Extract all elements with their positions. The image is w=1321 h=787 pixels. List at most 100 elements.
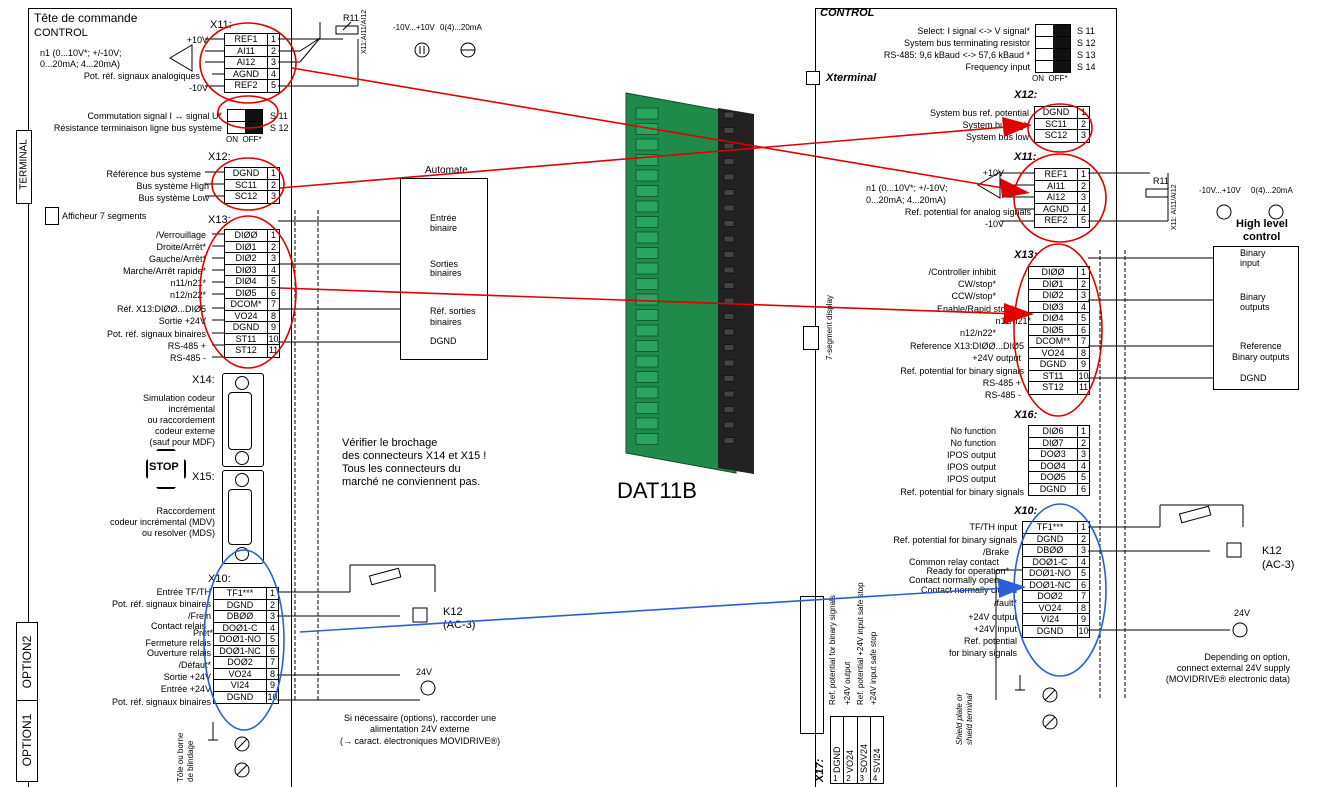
left-panel-subtitle: CONTROL	[34, 27, 88, 39]
right-x10-pin-num: 8	[1080, 602, 1086, 613]
left-x13-label: RS-485 -	[169, 353, 206, 363]
right-dip-switch-s14[interactable]	[1035, 60, 1071, 73]
left-x14-sub-d-connector	[222, 373, 264, 467]
right-x16-label: IPOS output	[946, 450, 996, 460]
left-x11-label: 0...20mA; 4...20mA)	[40, 59, 121, 69]
right-x10-pin-label: DOØ2	[1023, 591, 1078, 602]
right-x17-pin-label: SVI24	[871, 748, 882, 773]
left-x10-pin-label: DOØ1-C	[214, 622, 267, 633]
right-x16-pin-label: DGND	[1029, 483, 1078, 495]
right-x11-pin-num: 2	[1080, 180, 1086, 191]
terminal-tab-label: TERMINAL	[18, 139, 30, 190]
right-x16-pin-label: DIØ7	[1029, 437, 1078, 448]
left-x13-pin-label: DIØ2	[225, 253, 268, 264]
left-dip-switch-s12[interactable]	[227, 121, 263, 134]
left-x14-screw-icon	[235, 376, 249, 390]
left-supply-v: -10V...+10V	[393, 23, 435, 32]
left-x10-label: /Frein	[187, 611, 211, 621]
right-x13-label: Reference X13:DIØØ...DIØ5	[909, 341, 1024, 351]
left-x13-pin-label: DIØØ	[225, 230, 268, 241]
connector-pin	[635, 417, 659, 430]
left-x10-pin-num: 3	[269, 611, 275, 621]
left-note: Vérifier le brochage	[342, 437, 438, 449]
left-x10-pin-label: DOØ1-NO	[214, 634, 267, 645]
left-x13-label: RS-485 +	[167, 341, 206, 351]
connector-screw	[723, 375, 735, 382]
left-x11-pin-num: 4	[270, 68, 276, 79]
right-x12-label: System bus ref. potential	[929, 108, 1029, 118]
right-x16-pin-label: DIØ6	[1029, 426, 1078, 437]
right-x10-label: Ref. potential for binary signals	[893, 535, 1017, 545]
right-x13-pin-label: DIØ2	[1029, 290, 1078, 301]
right-r11-label: R11	[1153, 176, 1169, 186]
left-x11-pin-num: 3	[270, 57, 276, 67]
right-x17-vlabel: +24V output	[843, 661, 852, 705]
connector-pin	[635, 231, 659, 244]
right-x16-pin-num: 6	[1080, 483, 1086, 494]
right-x10-pin-num: 3	[1080, 545, 1086, 555]
right-x11-pin-label: REF1	[1035, 169, 1078, 180]
right-x10-pin-label: VI24	[1023, 614, 1078, 625]
high-level-item: Binary outputs	[1232, 352, 1290, 362]
right-x13-label: CCW/stop*	[951, 291, 996, 301]
right-x13-label: n12/n22*	[959, 328, 996, 338]
left-x10-pin-label: DOØ1-NC	[214, 645, 267, 656]
dat11b-connector-image	[606, 88, 754, 478]
connector-screw	[723, 297, 735, 305]
xterminal-label: Xterminal	[826, 72, 877, 84]
right-k12-label: K12	[1262, 545, 1282, 557]
automate-item: Entrée	[430, 213, 457, 223]
left-x11-pin-label: REF1	[225, 34, 268, 45]
left-x11-ai-note: X11:AI11/AI12	[361, 9, 368, 54]
left-note: des connecteurs X14 et X15 !	[342, 450, 487, 462]
right-x13-pin-num: 4	[1080, 301, 1086, 312]
left-x10-pin-label: VO24	[214, 668, 267, 679]
connector-pin	[635, 154, 659, 166]
left-x13-pin-num: 8	[270, 310, 276, 321]
right-x17-pin-label: VO24	[845, 749, 856, 773]
connector-screw	[723, 142, 735, 150]
right-x16-pin-num: 3	[1080, 449, 1086, 459]
left-x14-screw-icon	[235, 451, 249, 465]
right-x17-pin-label: DGND	[832, 746, 842, 774]
right-x16-label: IPOS output	[946, 474, 996, 484]
connector-pin	[635, 386, 659, 399]
option2-tab-label: OPTION2	[20, 635, 34, 689]
connector-screw	[723, 328, 735, 336]
left-x14-pins	[228, 392, 252, 450]
left-x14-title: X14:	[192, 374, 215, 386]
left-x13-pin-num: 3	[270, 253, 276, 263]
right-ext-supply: Depending on option,	[1204, 652, 1290, 662]
right-shield-label: Shield plate or	[955, 693, 964, 745]
left-shield-label: Tôle ou borne	[176, 732, 185, 782]
right-x17-title: X17:	[814, 758, 826, 782]
left-x10-pin-num: 9	[269, 680, 275, 690]
connector-screw	[723, 282, 735, 289]
high-level-item: input	[1240, 258, 1260, 268]
left-x11-label: Pot. réf. signaux analogiques	[83, 71, 200, 81]
right-x10-pin-label: DBØØ	[1023, 545, 1078, 556]
high-level-item: Reference	[1240, 341, 1282, 351]
right-x10-pin-num: 7	[1080, 591, 1086, 601]
left-x13-pin-num: 9	[270, 322, 276, 332]
left-x13-pin-num: 7	[270, 299, 276, 309]
connector-screw	[723, 266, 735, 274]
right-x10-label: /Brake	[982, 547, 1009, 557]
left-x13-label: n12/n22*	[169, 290, 206, 300]
left-x10-pin-label: DBØØ	[214, 611, 267, 622]
right-supply-v: -10V...+10V	[1199, 186, 1241, 195]
left-x10-label: Pot. réf. signaux binaires	[111, 599, 211, 609]
left-x15-pins	[228, 489, 252, 545]
right-x12-pin-label: SC12	[1035, 130, 1078, 142]
connector-pin	[635, 247, 659, 259]
stop-sign-label: STOP	[149, 461, 179, 473]
left-k12-label: K12	[443, 606, 463, 618]
right-x11-pin-label: AI11	[1035, 180, 1078, 191]
left-x12-pin-label: DGND	[225, 168, 268, 179]
high-level-item: Binary	[1240, 248, 1266, 258]
left-ext-supply: (→ caract. électroniques MOVIDRIVE®)	[340, 736, 501, 746]
connector-screw	[723, 390, 735, 398]
right-x11-pin-label: AGND	[1035, 203, 1078, 214]
